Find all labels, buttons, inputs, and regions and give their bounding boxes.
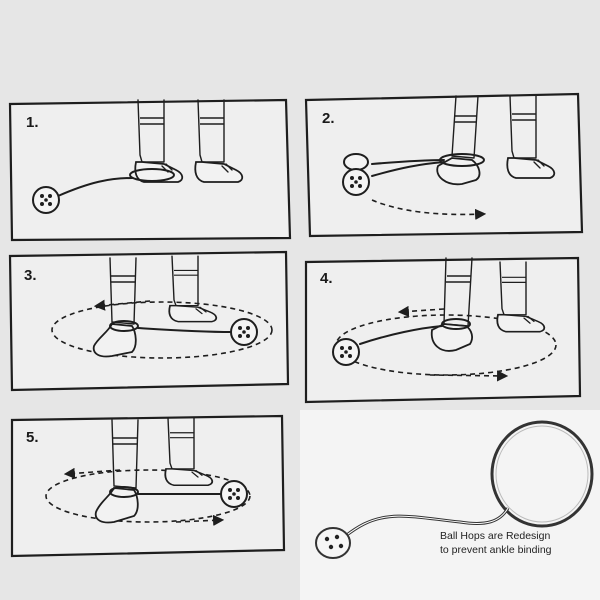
panel-number: 4.	[320, 270, 333, 287]
cord	[359, 325, 443, 345]
ankle-loop	[109, 320, 139, 332]
ankle-loop	[129, 168, 175, 182]
panel-number: 5.	[26, 429, 39, 446]
caption-line-2: to prevent ankle binding	[440, 544, 552, 556]
ball-icon	[32, 186, 60, 214]
ball-icon	[342, 168, 370, 196]
panel-number: 1.	[26, 114, 39, 131]
ball-ghost-icon	[343, 153, 369, 171]
ball-icon	[220, 480, 248, 508]
left-leg	[92, 257, 137, 358]
panel-5: 5.	[10, 414, 286, 558]
cord	[137, 327, 233, 333]
ball-icon	[230, 318, 258, 346]
product-illustration: Ball Hops are Redesign to prevent ankle …	[300, 410, 600, 600]
ankle-loop	[441, 318, 471, 330]
cord	[371, 161, 445, 177]
ball-icon	[315, 527, 351, 559]
panel-number: 3.	[24, 267, 37, 284]
cord	[57, 177, 133, 197]
ball-icon	[332, 338, 360, 366]
panel-4: 4.	[304, 256, 582, 404]
motion-arrow	[371, 199, 487, 220]
panel-1: 1.	[8, 98, 292, 242]
ankle-ring	[490, 420, 594, 528]
caption-line-1: Ball Hops are Redesign	[440, 530, 550, 542]
panel-3: 3.	[8, 250, 290, 392]
motion-orbit	[45, 469, 251, 523]
panel-number: 2.	[322, 110, 335, 127]
left-leg	[430, 257, 473, 352]
panel-2: 2.	[304, 92, 584, 238]
motion-orbit	[51, 301, 273, 359]
ankle-loop	[109, 486, 139, 498]
